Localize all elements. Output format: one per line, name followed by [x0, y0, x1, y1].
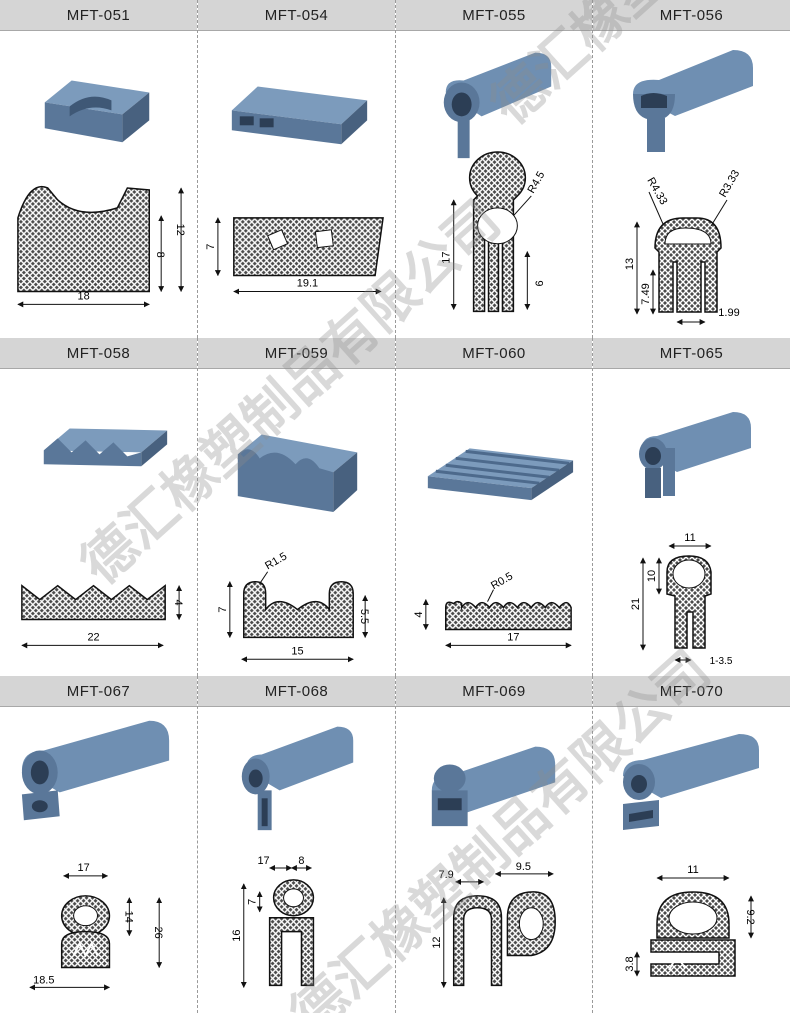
- dimension-label: 4: [413, 611, 425, 617]
- product-cell-mft-058: MFT-058 22 4: [0, 338, 198, 676]
- profile-render: [633, 50, 753, 152]
- product-drawing: 15 7 5.5 R1.5: [217, 434, 370, 663]
- product-drawing: 7.9 9.5 12: [431, 746, 556, 988]
- dimension-label: 7: [205, 244, 217, 250]
- product-code: MFT-056: [593, 0, 790, 31]
- product-drawing: 19.1 7: [205, 86, 384, 295]
- dimension-label: 7: [217, 607, 229, 613]
- product-code: MFT-067: [0, 676, 197, 707]
- product-cell-mft-067: MFT-067 17 14 26 18.5: [0, 676, 198, 1013]
- dimension-label: 17: [507, 631, 519, 643]
- profile-render: [639, 412, 751, 498]
- profile-section: [233, 217, 384, 277]
- dimension-label: 13: [624, 258, 636, 270]
- product-cell-mft-055: MFT-055 17 9 R4.5: [396, 0, 593, 338]
- profile-section: [452, 891, 556, 987]
- profile-section: [17, 185, 150, 293]
- product-cell-mft-051: MFT-051 18 8 12: [0, 0, 198, 338]
- dimension-label: 9.2: [744, 909, 756, 924]
- dimension-label: 10: [646, 570, 658, 582]
- product-drawing: 13 7.49 R4.33 R3.33 1.99: [624, 50, 753, 325]
- product-cell-mft-070: MFT-070 11 9.2 3.8: [593, 676, 790, 1013]
- profile-section: [243, 580, 354, 639]
- dimension-label: 7.49: [640, 283, 652, 304]
- profile-render: [237, 434, 358, 513]
- product-drawing: 17 9 R4.5: [441, 52, 552, 313]
- product-cell-mft-060: MFT-060 17 4 R0.5: [396, 338, 593, 676]
- profile-render: [427, 448, 574, 501]
- profile-section: [60, 895, 111, 969]
- profile-render: [623, 734, 759, 830]
- dimension-label: 11: [684, 532, 695, 544]
- product-code: MFT-054: [198, 0, 395, 31]
- dimension-label: 8: [154, 252, 166, 258]
- product-code: MFT-065: [593, 338, 790, 369]
- profile-render: [21, 720, 170, 821]
- dimension-label: 22: [87, 631, 99, 643]
- product-drawing: 18 8 12: [17, 80, 186, 308]
- dimension-label: R0.5: [489, 570, 515, 592]
- profile-render: [431, 746, 556, 827]
- dimension-label: 18: [77, 290, 89, 302]
- product-cell-mft-056: MFT-056 13 7.49 R4.33 R3.33 1.99: [593, 0, 790, 338]
- product-code: MFT-069: [396, 676, 592, 707]
- dimension-label: 12: [174, 224, 186, 236]
- product-drawing: 17 14 26 18.5: [21, 720, 170, 991]
- product-code: MFT-055: [396, 0, 592, 31]
- product-code: MFT-060: [396, 338, 592, 369]
- product-drawing: 17 8 7 16: [231, 726, 354, 988]
- dimension-label: 14: [122, 911, 134, 923]
- product-drawing: 11 10 21 1-3.5: [630, 412, 751, 667]
- dimension-label: 5.5: [358, 609, 370, 624]
- dimension-label: 26: [152, 927, 164, 939]
- product-code: MFT-051: [0, 0, 197, 31]
- product-code: MFT-068: [198, 676, 395, 707]
- dimension-label: 12: [431, 936, 443, 948]
- dimension-label: 16: [231, 930, 243, 942]
- profile-render: [443, 52, 552, 159]
- product-code: MFT-058: [0, 338, 197, 369]
- product-cell-mft-059: MFT-059 15 7 5.5 R1.5: [198, 338, 396, 676]
- dimension-label: 1.99: [718, 307, 739, 319]
- dimension-label: 11: [687, 864, 698, 876]
- product-cell-mft-054: MFT-054 19.1 7: [198, 0, 396, 338]
- dimension-label: 7: [247, 899, 259, 905]
- dimension-label: 17: [77, 862, 89, 874]
- profile-section: [445, 600, 572, 631]
- dimension-label: 18.5: [33, 974, 54, 986]
- dimension-label: 3.8: [624, 956, 636, 971]
- dimension-label: 9.5: [516, 861, 531, 873]
- dimension-label: 7.9: [438, 869, 453, 881]
- profile-render: [231, 86, 368, 145]
- product-drawing: 11 9.2 3.8: [623, 734, 759, 977]
- product-drawing: 22 4: [21, 428, 184, 649]
- dimension-label: 17: [257, 855, 269, 867]
- profile-section: [650, 891, 736, 977]
- product-cell-mft-068: MFT-068 17 8 7 16: [198, 676, 396, 1013]
- profile-render: [44, 80, 150, 143]
- dimension-label: 8: [298, 855, 304, 867]
- dimension-label: R4.5: [526, 169, 548, 195]
- dimension-label: R1.5: [263, 550, 289, 572]
- product-drawing: 17 4 R0.5: [413, 448, 574, 649]
- dimension-label: 9: [532, 280, 544, 286]
- product-code: MFT-070: [593, 676, 790, 707]
- product-code: MFT-059: [198, 338, 395, 369]
- profile-section: [268, 879, 315, 987]
- dimension-label: R4.33: [644, 176, 669, 207]
- product-cell-mft-069: MFT-069 7.9 9.5 12: [396, 676, 593, 1013]
- dimension-label: 15: [291, 645, 303, 657]
- dimension-label: 17: [441, 252, 453, 264]
- profile-section: [21, 584, 166, 621]
- dimension-label: 1-3.5: [710, 656, 733, 667]
- dimension-label: R3.33: [717, 168, 742, 199]
- dimension-label: 21: [630, 598, 642, 610]
- profile-render: [43, 428, 168, 467]
- profile-render: [241, 726, 354, 831]
- dimension-label: 19.1: [297, 277, 318, 289]
- dimension-label: 4: [172, 600, 184, 606]
- product-cell-mft-065: MFT-065 11 10 21 1-3.5: [593, 338, 790, 676]
